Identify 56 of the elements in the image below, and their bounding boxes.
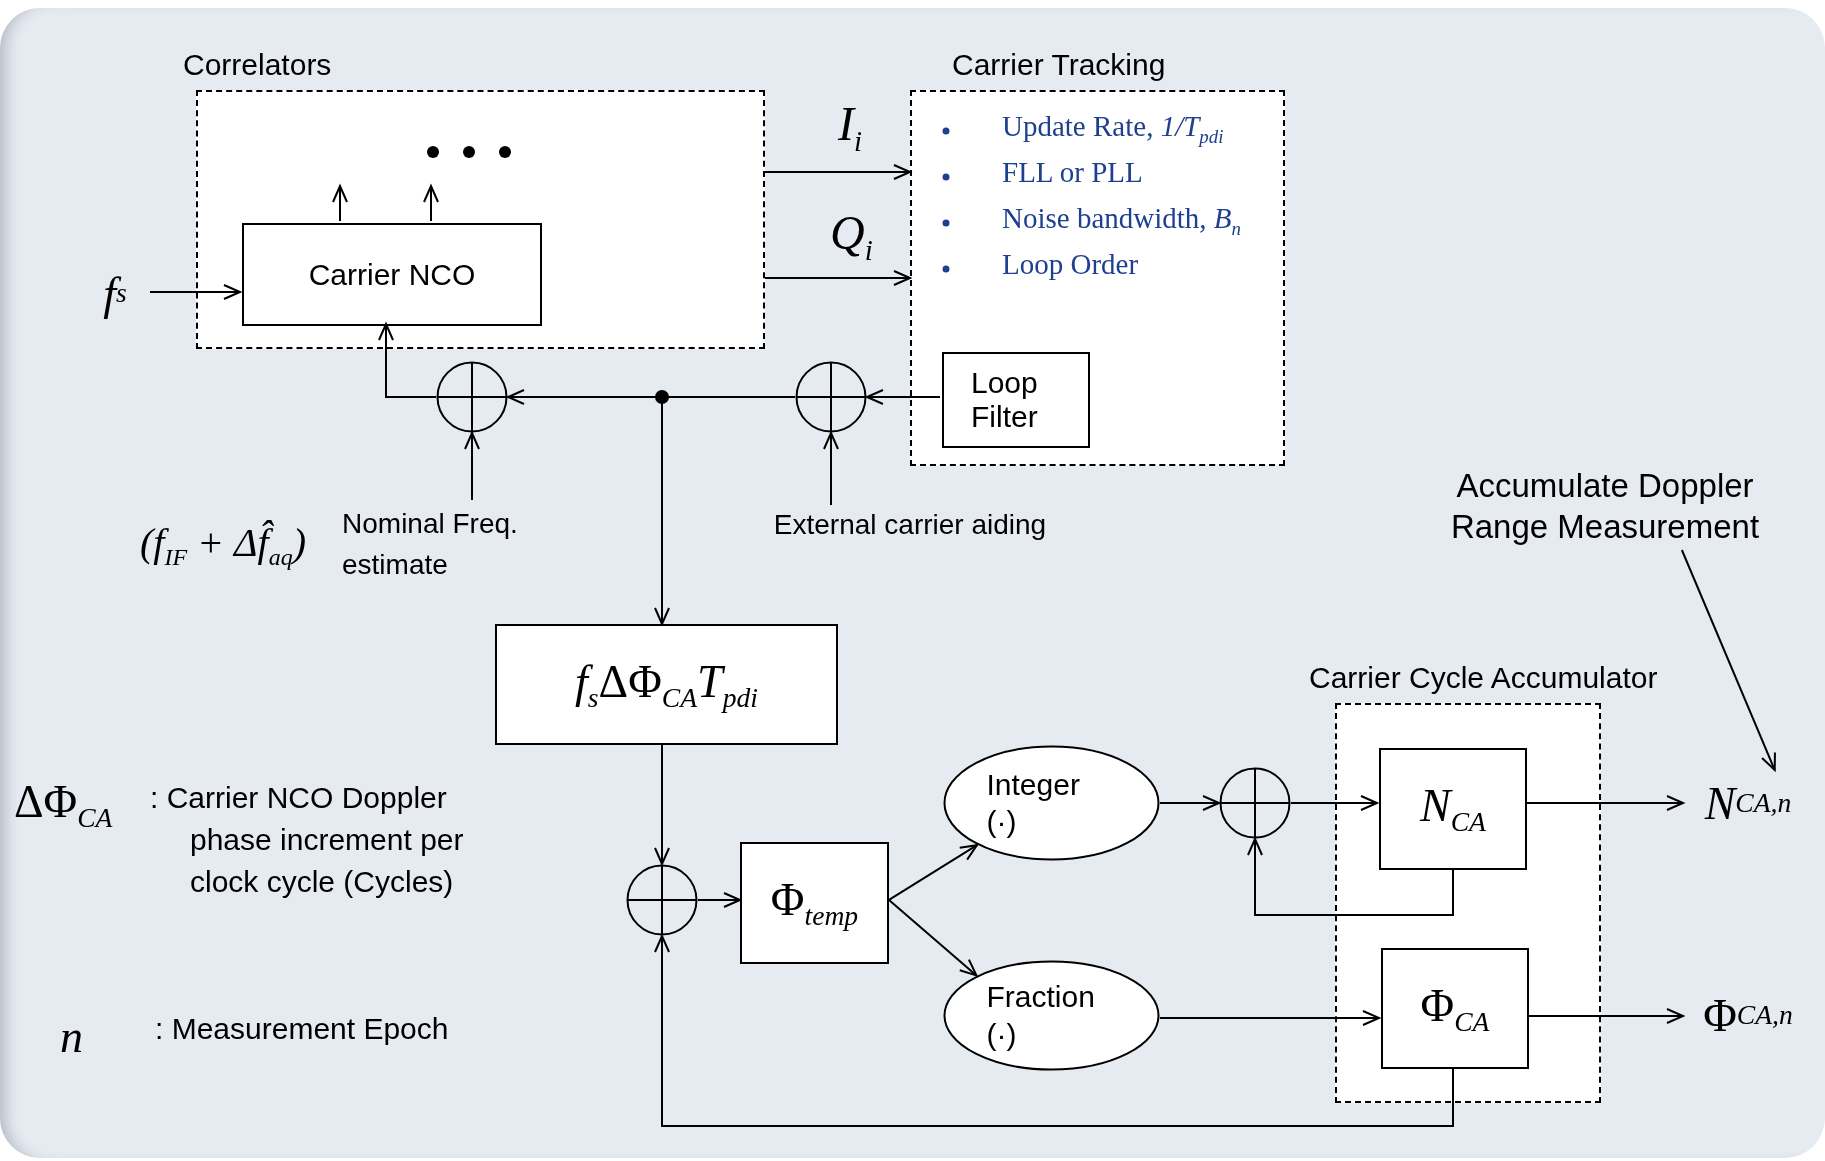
arrow xyxy=(697,892,741,908)
arrow xyxy=(654,935,1454,1127)
arrow xyxy=(423,185,439,222)
list-item: Loop Order xyxy=(1002,248,1139,281)
arrow xyxy=(378,323,437,398)
ellipse-label: Fraction (·) xyxy=(986,979,1096,1053)
edge-label: Q$_{i}$ xyxy=(830,205,873,267)
arrow xyxy=(332,185,348,222)
process-box xyxy=(942,352,1090,448)
process-box xyxy=(495,624,838,745)
arrow xyxy=(888,844,978,901)
list-item: Noise bandwidth, B$_{n}$ xyxy=(1002,202,1241,240)
process-box xyxy=(242,223,542,326)
annotation-text: External carrier aiding xyxy=(760,505,1060,545)
math-expression: (f$_{IF}$ + Δf̂$_{aq}$) xyxy=(140,519,306,571)
summing-junction xyxy=(1219,767,1291,839)
arrow xyxy=(1526,1008,1684,1024)
arrow xyxy=(1158,1010,1380,1026)
annotation-text: Accumulate Doppler Range Measurement xyxy=(1395,462,1815,550)
arrow xyxy=(866,389,941,405)
arrow xyxy=(654,744,670,865)
definition-text: : Carrier NCO Doppler phase increment per clock cycle (Cycles) xyxy=(150,780,465,900)
process-box xyxy=(1381,948,1529,1069)
group-title: Correlators xyxy=(183,48,332,82)
arrow xyxy=(1680,549,1776,771)
list-item: Update Rate, 1/T$_{pdi}$ xyxy=(1002,110,1224,148)
arrow xyxy=(149,284,241,300)
summing-junction xyxy=(626,864,698,936)
arrow xyxy=(1247,838,1454,916)
process-box xyxy=(1379,748,1527,870)
arrow xyxy=(1159,795,1220,811)
summing-junction xyxy=(436,361,508,433)
box-label: N$_{CA}$ xyxy=(1420,779,1486,839)
group-title: Carrier Tracking xyxy=(952,48,1166,82)
list-item: FLL or PLL xyxy=(1002,156,1143,189)
group-title: Carrier Cycle Accumulator xyxy=(1309,661,1658,695)
box-label: Loop Filter xyxy=(971,366,1039,434)
arrow xyxy=(764,270,911,286)
arrow xyxy=(464,432,480,501)
arrow xyxy=(1524,795,1684,811)
box-label: Φ$_{CA}$ xyxy=(1420,978,1490,1039)
arrow xyxy=(888,899,978,977)
annotation-text: Nominal Freq. estimate xyxy=(342,507,519,582)
definition-text: : Measurement Epoch xyxy=(155,1011,450,1047)
box-label: Φ$_{temp}$ xyxy=(770,873,859,933)
summing-junction xyxy=(795,361,867,433)
arrow xyxy=(764,164,911,180)
ellipse-label: Integer (·) xyxy=(986,766,1081,840)
box-label: Carrier NCO xyxy=(308,257,476,292)
edge-label: I$_{i}$ xyxy=(838,96,862,158)
math-symbol: ΔΦ$_{CA}$ xyxy=(14,775,114,835)
math-symbol: n xyxy=(60,1010,84,1063)
process-box xyxy=(740,842,889,964)
box-label: f$_{s}$ΔΦ$_{CA}$T$_{pdi}$ xyxy=(575,654,758,715)
arrow xyxy=(823,432,839,506)
arrow xyxy=(1290,795,1378,811)
